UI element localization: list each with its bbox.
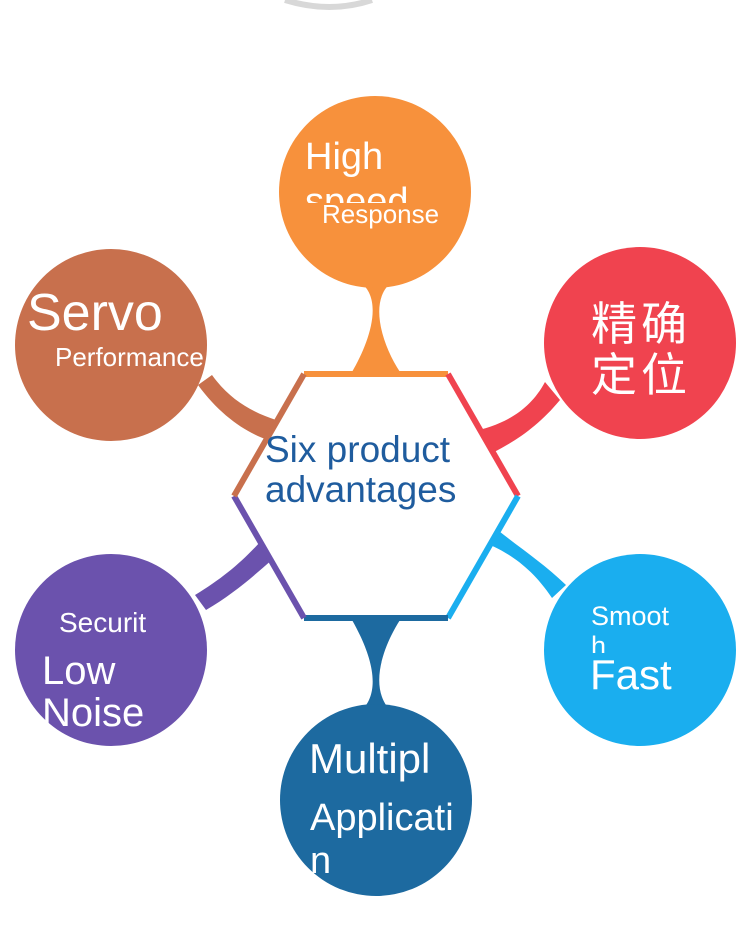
node-top-right-line2: 定位 (591, 349, 691, 401)
hex-edge-bottom-right (445, 494, 521, 620)
node-bottom-line1: Multipl (309, 735, 431, 782)
node-right-top2-text: h (591, 633, 607, 653)
node-top-circle (279, 96, 471, 288)
node-left-top-circle (15, 249, 207, 441)
center-title-line2: advantages (265, 469, 457, 510)
node-bottom-circle (280, 704, 472, 896)
node-left-bottom-circle (15, 554, 207, 746)
node-right-main: Fast (590, 651, 672, 698)
hex-edge-bottom-left (231, 494, 307, 620)
node-right-top1: Smoot (591, 601, 670, 631)
node-bottom-sub1: Applicati (310, 797, 454, 839)
node-top-right-line1: 精确 (591, 298, 691, 350)
connector-top (352, 282, 400, 372)
center-title-line1: Six product (265, 429, 451, 470)
connector-top-right (470, 382, 560, 460)
node-bottom-sub2: n (310, 840, 332, 882)
node-top-right-circle (544, 247, 736, 439)
center-hexagon (234, 374, 518, 618)
node-left-top-line1: Servo (27, 284, 163, 342)
node-right-circle (544, 554, 736, 746)
node-left-top-sub-text: Performance (55, 344, 204, 372)
center-title: Six product advantages (265, 430, 456, 510)
hex-edge-top-left (231, 372, 307, 498)
connector-left-top (198, 375, 276, 440)
node-top-line2-text: speed (305, 183, 409, 203)
node-top-sub: Response (322, 199, 440, 229)
connector-bottom (352, 620, 400, 712)
top-shadow-arc (284, 0, 373, 10)
node-left-top-sub: Performance (55, 344, 210, 376)
node-top-line2: speed (305, 183, 409, 203)
node-top-line1: High (305, 136, 384, 178)
node-left-bottom-line1: Low (42, 649, 116, 693)
node-right-top2: h (591, 633, 606, 653)
node-left-bottom-top1: Securit (59, 607, 147, 638)
hex-edge-top-right (445, 372, 521, 498)
connector-right (478, 522, 566, 598)
node-left-bottom-line2: Noise (42, 691, 145, 735)
